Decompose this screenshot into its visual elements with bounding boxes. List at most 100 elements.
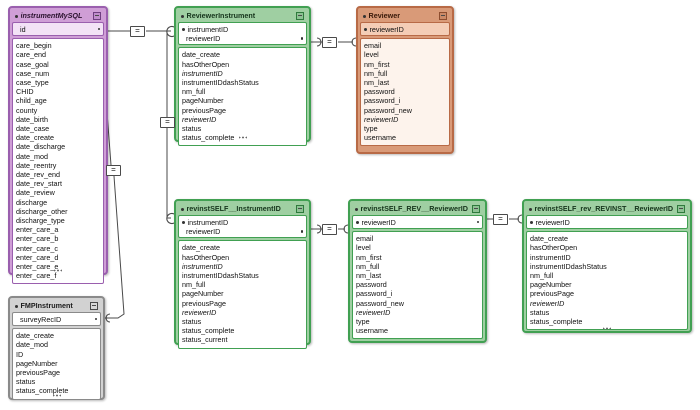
table-ReviewerInstrument[interactable]: ReviewerInstrument instrumentID reviewer… [174,6,311,147]
field-row[interactable]: enter_care_a [16,225,59,235]
field-row[interactable]: ID [16,349,24,359]
collapse-icon[interactable] [439,12,447,20]
key-field[interactable]: reviewerID [530,218,684,227]
field-row[interactable]: enter_care_c [16,243,58,253]
field-row[interactable]: pageNumber [16,358,58,368]
field-row[interactable]: previousPage [530,289,574,299]
field-row[interactable]: case_num [16,68,50,78]
field-row[interactable]: date_reentry [16,160,57,170]
field-row[interactable]: password_i [356,289,393,299]
field-row[interactable]: case_type [16,78,49,88]
collapse-icon[interactable] [93,12,101,20]
table-revinstSELF_REV__ReviewerID[interactable]: revinstSELF_REV__ReviewerID reviewerID e… [348,199,487,343]
field-row[interactable]: date_birth [16,114,48,124]
field-row[interactable]: status_complete [16,386,69,396]
table-instrumentMySQL[interactable]: instrumentMySQL id care_begin care_end c… [8,6,108,285]
field-row[interactable]: password [364,87,395,97]
field-row[interactable]: pageNumber [182,96,224,106]
field-row[interactable]: status_complete [182,326,235,336]
key-field[interactable]: reviewerID [182,34,303,43]
field-row[interactable]: username [364,133,396,143]
field-row[interactable]: status_complete [530,317,583,327]
field-row[interactable]: email [364,41,382,51]
field-row[interactable]: password_new [364,105,412,115]
resize-grip[interactable] [52,394,61,397]
field-row[interactable]: status_current [182,335,228,345]
field-row[interactable]: nm_first [356,252,382,262]
field-row[interactable]: enter_care_b [16,234,59,244]
field-row[interactable]: date_case [16,124,50,134]
field-row[interactable]: date_rev_end [16,170,60,180]
relationship-operator-rel-3[interactable]: = [160,117,175,128]
field-row[interactable]: username [356,326,388,336]
field-row[interactable]: date_rev_start [16,179,62,189]
field-row[interactable]: instrumentID [530,252,571,262]
field-row[interactable]: nm_full [364,68,388,78]
field-row[interactable]: nm_last [364,78,390,88]
field-row[interactable]: instrumentIDdashStatus [182,271,259,281]
field-row[interactable]: pageNumber [530,280,572,290]
key-field[interactable]: id [16,25,100,34]
field-row[interactable]: status [182,124,202,134]
field-row[interactable]: date_create [182,243,220,253]
field-row[interactable]: nm_full [182,87,206,97]
key-field[interactable]: reviewerID [182,227,303,236]
field-row[interactable]: enter_care_f [16,271,57,281]
field-row[interactable]: previousPage [182,105,226,115]
field-row-foreign-key[interactable]: reviewerID [364,114,399,124]
field-row[interactable]: previousPage [16,368,60,378]
relationship-operator-rel-2[interactable]: = [322,37,337,48]
field-row[interactable]: date_create [530,234,568,244]
relationship-operator-rel-5[interactable]: = [322,224,337,235]
field-row[interactable]: discharge_type [16,216,65,226]
field-row[interactable]: date_mod [16,340,48,350]
field-row[interactable]: care_end [16,50,46,60]
table-title-bar[interactable]: instrumentMySQL [12,10,104,22]
collapse-icon[interactable] [90,302,98,310]
field-row[interactable]: date_review [16,188,55,198]
field-row[interactable]: CHID [16,87,34,97]
field-row[interactable]: pageNumber [182,289,224,299]
field-row[interactable]: email [356,234,374,244]
table-title-bar[interactable]: revinstSELF_rev_REVINST__ReviewerID [526,203,688,215]
collapse-icon[interactable] [677,205,685,213]
field-row[interactable]: type [364,124,378,134]
field-row[interactable]: discharge_other [16,206,68,216]
field-row[interactable]: instrumentIDdashStatus [182,78,259,88]
field-row[interactable]: status [182,317,202,327]
field-row[interactable]: hasOtherOpen [530,243,578,253]
field-row[interactable]: level [356,243,371,253]
field-row[interactable]: status [16,377,36,387]
field-row[interactable]: care_begin [16,41,52,51]
field-row[interactable]: date_create [16,331,54,341]
table-Reviewer[interactable]: Reviewer reviewerID email level nm_first… [356,6,454,154]
field-row[interactable]: enter_care_d [16,252,59,262]
field-row[interactable]: level [364,50,379,60]
resize-grip[interactable] [53,269,63,272]
table-title-bar[interactable]: ReviewerInstrument [178,10,307,22]
field-row[interactable]: previousPage [182,298,226,308]
field-row[interactable]: date_create [182,50,220,60]
field-row[interactable]: discharge [16,197,48,207]
relationship-operator-rel-6[interactable]: = [493,214,508,225]
table-revinstSELF_rev_REVINST__ReviewerID[interactable]: revinstSELF_rev_REVINST__ReviewerID revi… [522,199,692,333]
field-row[interactable]: nm_full [530,271,554,281]
field-row[interactable]: hasOtherOpen [182,59,230,69]
field-row[interactable]: date_mod [16,151,48,161]
field-row[interactable]: type [356,317,370,327]
table-revinstSELF__InstrumentID[interactable]: revinstSELF__InstrumentID instrumentID r… [174,199,311,349]
collapse-icon[interactable] [296,205,304,213]
collapse-icon[interactable] [296,12,304,20]
field-row[interactable]: nm_last [356,271,382,281]
field-row[interactable]: password [356,280,387,290]
key-field[interactable]: instrumentID [182,25,303,34]
field-row[interactable]: instrumentIDdashStatus [530,261,607,271]
field-row-foreign-key[interactable]: reviewerID [530,298,565,308]
table-FMPInstrument[interactable]: FMPInstrument surveyRecID date_create da… [8,296,105,400]
field-row[interactable]: enter_care_e [16,262,59,272]
relationship-operator-rel-4[interactable]: = [106,165,121,176]
field-row-foreign-key[interactable]: reviewerID [182,114,217,124]
field-row[interactable]: case_goal [16,59,49,69]
collapse-icon[interactable] [472,205,480,213]
field-row-foreign-key[interactable]: reviewerID [356,307,391,317]
